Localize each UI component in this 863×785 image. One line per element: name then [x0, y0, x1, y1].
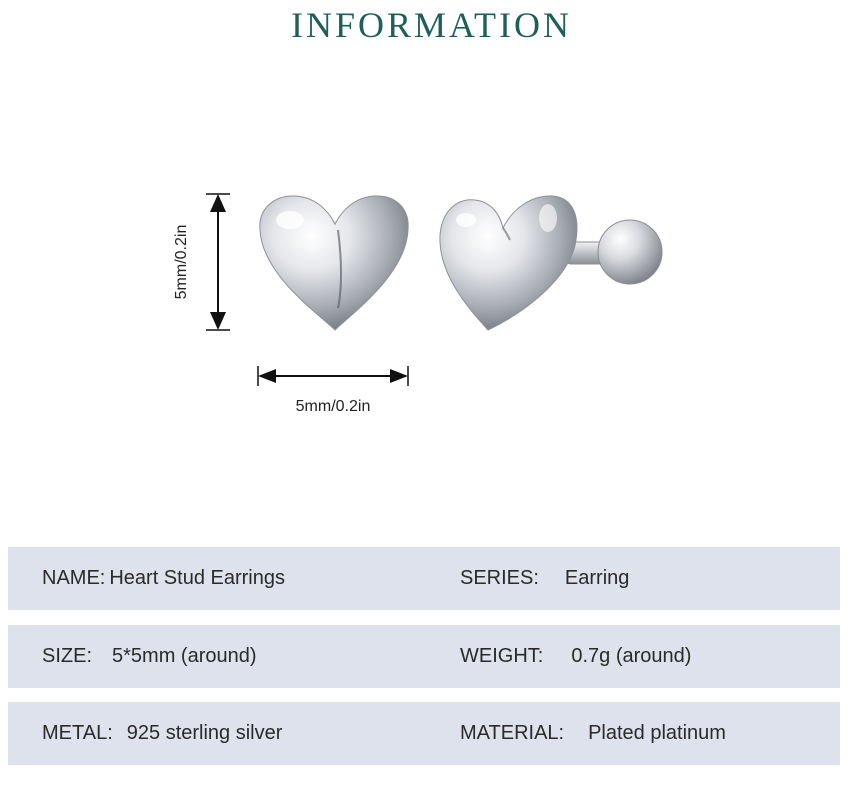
spec-label: SIZE:	[42, 645, 93, 667]
page-title: INFORMATION	[290, 5, 572, 45]
spec-row-metal: METAL: 925 sterling silver MATERIAL: Plate…	[8, 702, 840, 765]
spec-value: Earring	[564, 567, 630, 589]
height-dimension-arrow	[206, 193, 230, 331]
spec-label: SERIES:	[460, 567, 539, 589]
heart-earring-front-view	[259, 195, 409, 331]
spec-label: WEIGHT:	[460, 645, 544, 667]
heart-earring-side-view	[439, 195, 663, 331]
spec-name: NAME:Heart Stud Earrings	[42, 547, 285, 610]
spec-value: 5*5mm (around)	[112, 645, 257, 667]
width-dimension-arrow	[257, 366, 409, 386]
spec-material: MATERIAL: Plated platinum	[460, 702, 726, 765]
spec-row-name: NAME:Heart Stud Earrings SERIES: Earring	[8, 547, 840, 610]
spec-value: 0.7g (around)	[571, 645, 692, 667]
product-illustration	[206, 193, 663, 386]
spec-value: Plated platinum	[588, 722, 726, 744]
spec-label: METAL:	[42, 722, 113, 744]
spec-row-size: SIZE: 5*5mm (around) WEIGHT: 0.7g (around)	[8, 625, 840, 688]
spec-value: Heart Stud Earrings	[109, 567, 285, 589]
spec-size: SIZE: 5*5mm (around)	[42, 625, 257, 688]
spec-metal: METAL: 925 sterling silver	[42, 702, 282, 765]
spec-value: 925 sterling silver	[126, 722, 283, 744]
spec-label: NAME:	[42, 567, 106, 589]
width-dimension-label: 5mm/0.2in	[295, 398, 371, 415]
spec-weight: WEIGHT: 0.7g (around)	[460, 625, 691, 688]
height-dimension-label: 5mm/0.2in	[173, 224, 190, 300]
spec-label: MATERIAL:	[460, 722, 565, 744]
spec-series: SERIES: Earring	[460, 547, 629, 610]
